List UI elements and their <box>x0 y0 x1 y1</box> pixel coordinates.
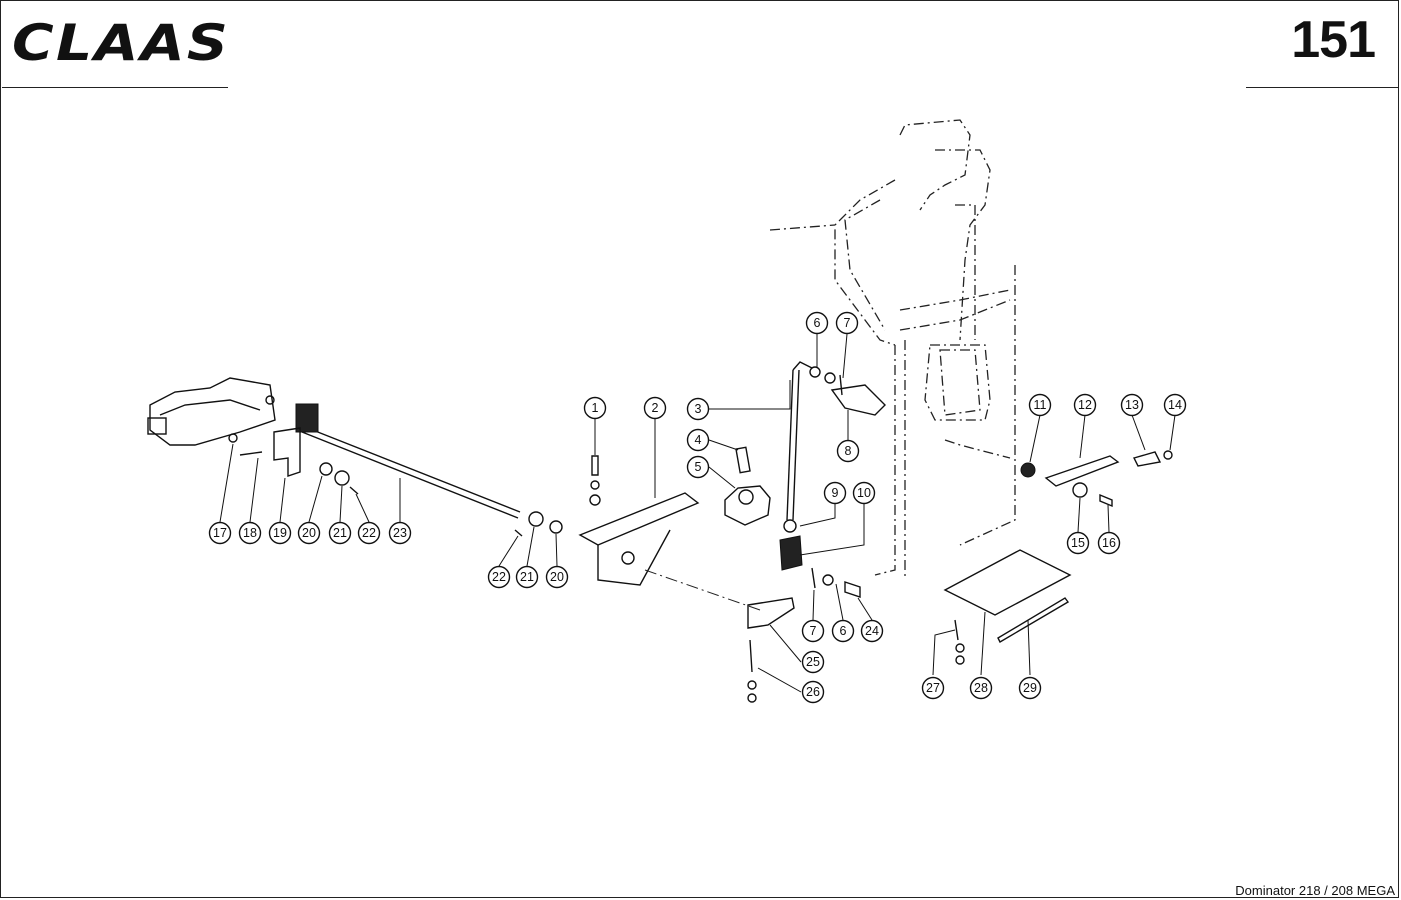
svg-text:13: 13 <box>1125 398 1139 412</box>
svg-text:7: 7 <box>844 316 851 330</box>
svg-text:21: 21 <box>333 526 347 540</box>
svg-text:16: 16 <box>1102 536 1116 550</box>
svg-text:10: 10 <box>857 486 871 500</box>
callout-27: 27 <box>921 676 945 700</box>
svg-text:21: 21 <box>520 570 534 584</box>
linkage-rod <box>239 403 563 537</box>
pivot-shaft <box>830 374 886 416</box>
callout-8: 8 <box>836 439 860 463</box>
hydraulic-valve <box>147 377 276 446</box>
part-callouts: 1 2 3 4 5 6 7 8 9 10 11 12 13 14 15 16 1… <box>208 311 1187 704</box>
callout-20-lower: 20 <box>545 565 569 589</box>
svg-text:24: 24 <box>865 624 879 638</box>
callout-12: 12 <box>1073 393 1097 417</box>
bracket <box>578 455 761 611</box>
claas-logo: CLAAS <box>12 16 230 66</box>
svg-text:28: 28 <box>974 681 988 695</box>
svg-text:27: 27 <box>926 681 940 695</box>
svg-text:18: 18 <box>243 526 257 540</box>
callout-24: 24 <box>860 619 884 643</box>
svg-text:8: 8 <box>845 444 852 458</box>
shift-rod <box>786 361 836 521</box>
callout-7: 7 <box>835 311 859 335</box>
callout-23: 23 <box>388 521 412 545</box>
bearing-housing <box>724 446 771 526</box>
callout-11: 11 <box>1028 393 1052 417</box>
claas-logo-text: CLAAS <box>12 16 230 66</box>
console-outline <box>769 119 1016 580</box>
callout-16: 16 <box>1097 531 1121 555</box>
callout-15: 15 <box>1066 531 1090 555</box>
callout-10: 10 <box>852 481 876 505</box>
svg-text:20: 20 <box>302 526 316 540</box>
svg-text:14: 14 <box>1168 398 1182 412</box>
callout-2: 2 <box>643 396 667 420</box>
callout-6: 6 <box>805 311 829 335</box>
svg-text:23: 23 <box>393 526 407 540</box>
callout-21-lower: 21 <box>515 565 539 589</box>
callout-3: 3 <box>686 397 710 421</box>
svg-text:26: 26 <box>806 685 820 699</box>
callout-21: 21 <box>328 521 352 545</box>
svg-text:4: 4 <box>695 433 702 447</box>
svg-text:22: 22 <box>362 526 376 540</box>
callout-26: 26 <box>801 680 825 704</box>
callout-18: 18 <box>238 521 262 545</box>
callout-13: 13 <box>1120 393 1144 417</box>
svg-text:15: 15 <box>1071 536 1085 550</box>
callout-17: 17 <box>208 521 232 545</box>
floor-plate <box>943 549 1072 665</box>
leader-lines <box>219 333 1176 693</box>
clevis-block <box>779 519 861 598</box>
callout-7-lower: 7 <box>801 619 825 643</box>
header-rule-left <box>2 87 228 88</box>
callout-20: 20 <box>297 521 321 545</box>
svg-text:17: 17 <box>213 526 227 540</box>
callout-4: 4 <box>686 428 710 452</box>
svg-text:22: 22 <box>492 570 506 584</box>
svg-text:20: 20 <box>550 570 564 584</box>
svg-text:11: 11 <box>1034 398 1047 412</box>
callout-1: 1 <box>583 396 607 420</box>
svg-text:29: 29 <box>1023 681 1037 695</box>
callout-14: 14 <box>1163 393 1187 417</box>
svg-text:2: 2 <box>652 401 659 415</box>
svg-text:3: 3 <box>695 402 702 416</box>
callout-25: 25 <box>801 650 825 674</box>
callout-9: 9 <box>823 481 847 505</box>
model-caption: Dominator 218 / 208 MEGA <box>1235 883 1395 898</box>
callout-6-lower: 6 <box>831 619 855 643</box>
callout-28: 28 <box>969 676 993 700</box>
callout-5: 5 <box>686 455 710 479</box>
callout-22-lower: 22 <box>487 565 511 589</box>
callout-29: 29 <box>1018 676 1042 700</box>
svg-text:25: 25 <box>806 655 820 669</box>
callout-19: 19 <box>268 521 292 545</box>
svg-text:9: 9 <box>832 486 839 500</box>
svg-text:7: 7 <box>810 624 817 638</box>
bell-crank <box>747 597 795 703</box>
header-rule-right <box>1246 87 1398 88</box>
svg-text:12: 12 <box>1078 398 1092 412</box>
callout-22: 22 <box>357 521 381 545</box>
svg-text:1: 1 <box>592 401 599 415</box>
svg-text:6: 6 <box>814 316 821 330</box>
lever-assembly <box>1020 450 1173 508</box>
page-number: 151 <box>1291 11 1376 69</box>
svg-text:5: 5 <box>695 460 702 474</box>
svg-text:19: 19 <box>273 526 287 540</box>
svg-text:6: 6 <box>840 624 847 638</box>
